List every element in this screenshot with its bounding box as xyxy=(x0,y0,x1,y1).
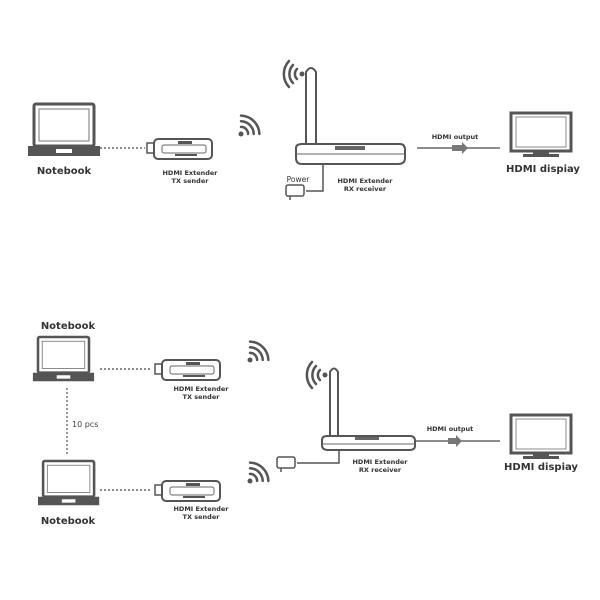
power-cable xyxy=(297,450,340,464)
arrow-icon xyxy=(452,142,468,154)
rx-label-1: HDMI Extender xyxy=(352,458,408,466)
display-label: HDMI dispiay xyxy=(506,164,580,175)
rx-receiver-icon xyxy=(295,67,406,165)
monitor-icon xyxy=(509,413,573,461)
tx1-label-1: HDMI Extender xyxy=(173,385,229,393)
wifi-signal-icon xyxy=(228,110,265,147)
laptop-icon xyxy=(36,459,101,507)
rx-receiver-icon xyxy=(321,367,416,451)
power-adapter-icon xyxy=(276,456,296,473)
wifi-signal-icon xyxy=(237,457,274,494)
laptop-icon xyxy=(31,335,96,383)
rx-label-2: RX receiver xyxy=(344,185,387,193)
tx2-label-1: HDMI Extender xyxy=(173,505,229,513)
power-label: Power xyxy=(287,175,311,184)
tx-sender-icon xyxy=(146,138,213,160)
monitor-icon xyxy=(509,111,573,159)
power-cable xyxy=(306,164,324,192)
top-diagram: Notebook HDMI Extender TX sender Power H… xyxy=(26,59,580,201)
notebook-label-bottom: Notebook xyxy=(41,516,96,527)
notebook-label: Notebook xyxy=(37,166,92,177)
rx-label-2: RX receiver xyxy=(359,466,402,474)
tx2-label-2: TX sender xyxy=(183,513,221,521)
tx-label-1: HDMI Extender xyxy=(162,169,218,177)
display-label: HDMI dispiay xyxy=(504,462,578,473)
laptop-icon xyxy=(26,102,102,158)
wifi-signal-icon xyxy=(237,336,274,373)
tx1-label-2: TX sender xyxy=(183,393,221,401)
wifi-signal-icon xyxy=(282,59,306,89)
tx-sender-icon xyxy=(154,359,221,381)
arrow-icon xyxy=(448,435,462,447)
wifi-signal-icon xyxy=(305,360,329,390)
hdmi-output-label: HDMI output xyxy=(427,425,474,433)
count-label: 10 pcs xyxy=(72,420,98,429)
rx-label-1: HDMI Extender xyxy=(337,177,393,185)
tx-label-2: TX sender xyxy=(172,177,210,185)
notebook-label-top: Notebook xyxy=(41,321,96,332)
power-adapter-icon xyxy=(285,184,305,201)
hdmi-output-label: HDMI output xyxy=(432,133,479,141)
bottom-diagram: Notebook HDMI Extender TX sender 10 pcs … xyxy=(31,321,578,527)
tx-sender-icon xyxy=(154,480,221,502)
